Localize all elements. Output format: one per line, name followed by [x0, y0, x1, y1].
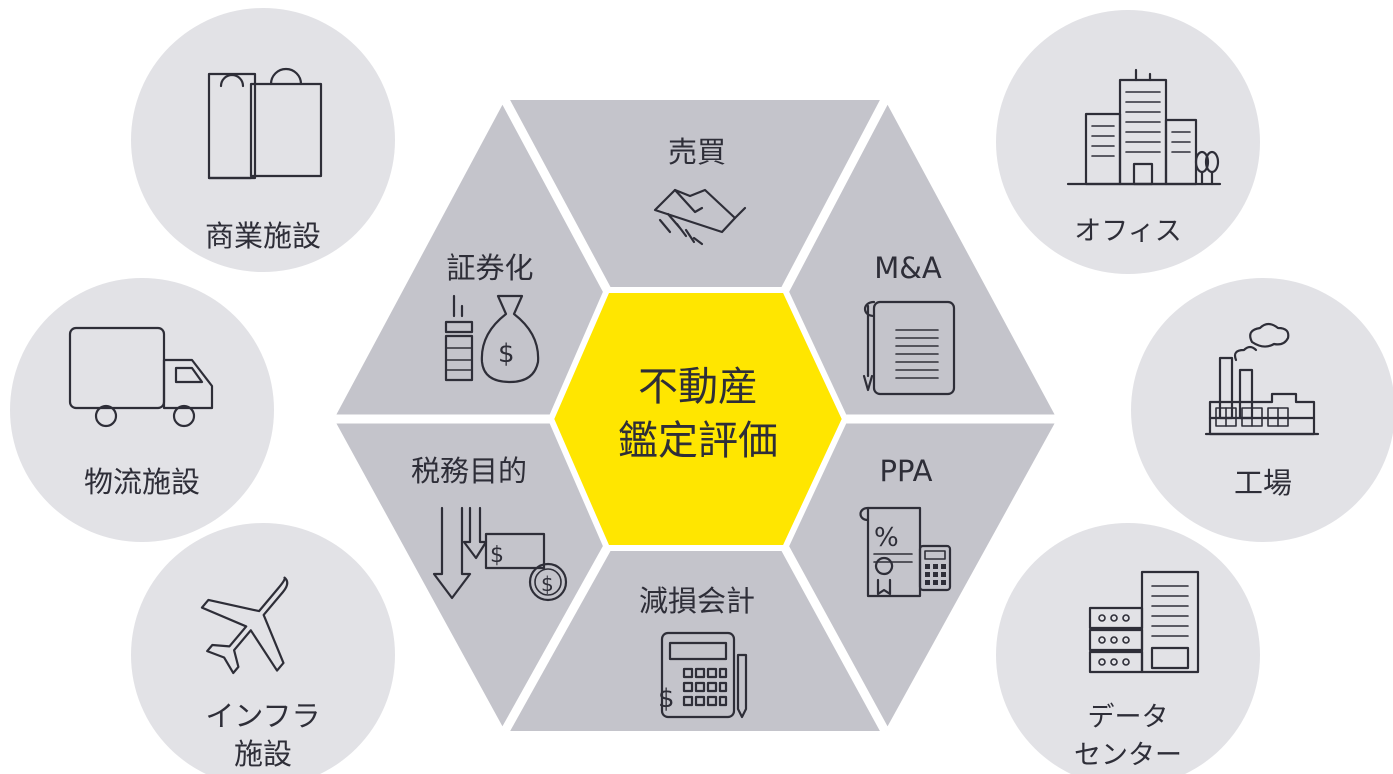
office-buildings-icon [1066, 68, 1222, 186]
facility-factory-label: 工場 [1234, 466, 1292, 500]
facility-commercial: 商業施設 [131, 8, 395, 272]
factory-icon [1204, 322, 1320, 436]
segment-bottom-right-label: PPA [880, 454, 933, 488]
segment-bottom-left-label: 税務目的 [411, 454, 527, 488]
facility-factory: 工場 [1131, 278, 1393, 542]
facility-infra: インフラ 施設 [131, 523, 395, 774]
facility-datacenter-label-line2: センター [1074, 740, 1182, 771]
facility-office: オフィス [996, 10, 1260, 274]
facility-commercial-label: 商業施設 [205, 219, 321, 253]
segment-top-left-label: 証券化 [446, 251, 533, 285]
truck-icon [68, 326, 214, 428]
facility-datacenter-label-line1: データ [1088, 702, 1169, 733]
money-bag-icon: $ [444, 294, 540, 384]
facility-logistics: 物流施設 [10, 278, 274, 542]
facility-logistics-label: 物流施設 [84, 465, 200, 499]
segment-bottom-label: 減損会計 [639, 584, 755, 618]
segment-dividers [334, 97, 1057, 734]
contract-icon [862, 300, 956, 396]
airplane-icon [200, 576, 289, 675]
center-hexagon [547, 287, 849, 551]
facility-infra-label-line1: インフラ [205, 699, 320, 733]
svg-text:%: % [874, 523, 899, 553]
tax-decrease-icon: $ $ [432, 506, 568, 602]
svg-text:$: $ [541, 572, 554, 596]
facility-office-label: オフィス [1074, 216, 1181, 247]
center-label-line1: 不動産 [638, 364, 758, 410]
svg-text:$: $ [658, 684, 675, 714]
svg-text:$: $ [498, 339, 515, 369]
segment-bottom [505, 548, 885, 731]
shopping-bags-icon [207, 67, 323, 180]
center-label-line2: 鑑定評価 [618, 418, 778, 464]
segment-top-label: 売買 [668, 135, 726, 169]
facility-datacenter: データ センター [996, 523, 1260, 774]
report-calculator-icon: % [859, 506, 952, 598]
segment-top-right-label: M&A [874, 251, 942, 285]
server-building-icon [1088, 570, 1200, 674]
handshake-icon [653, 188, 747, 246]
facility-infra-label-line2: 施設 [234, 737, 292, 771]
segment-top-right [785, 100, 1057, 419]
svg-text:$: $ [490, 543, 504, 568]
segment-top-left [334, 100, 607, 419]
calculator-icon: $ [658, 631, 748, 719]
